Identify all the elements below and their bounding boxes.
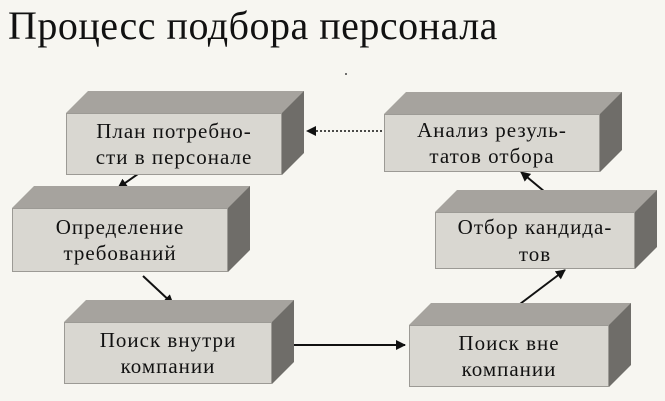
box-internal-label: Поиск внутри компании xyxy=(64,322,272,384)
box-selection-label: Отбор кандида- тов xyxy=(435,212,635,269)
arrow-requirements-to-internal xyxy=(142,275,174,305)
diagram-title: Процесс подбора персонала xyxy=(8,3,498,48)
box-external-label: Поиск вне компании xyxy=(409,325,609,387)
box-external: Поиск вне компании xyxy=(409,303,631,387)
box-internal: Поиск внутри компании xyxy=(64,300,294,384)
arrow-selection-to-analysis xyxy=(520,171,546,193)
box-plan: План потребно- сти в персонале xyxy=(66,91,304,175)
box-analysis: Анализ резуль- татов отбора xyxy=(384,92,622,172)
box-requirements: Определение требований xyxy=(12,186,250,272)
box-selection: Отбор кандида- тов xyxy=(435,190,657,269)
box-plan-label: План потребно- сти в персонале xyxy=(66,113,282,175)
box-analysis-label: Анализ резуль- татов отбора xyxy=(384,114,600,172)
speck xyxy=(345,73,347,75)
arrow-external-to-selection xyxy=(515,269,566,308)
box-requirements-label: Определение требований xyxy=(12,208,228,272)
